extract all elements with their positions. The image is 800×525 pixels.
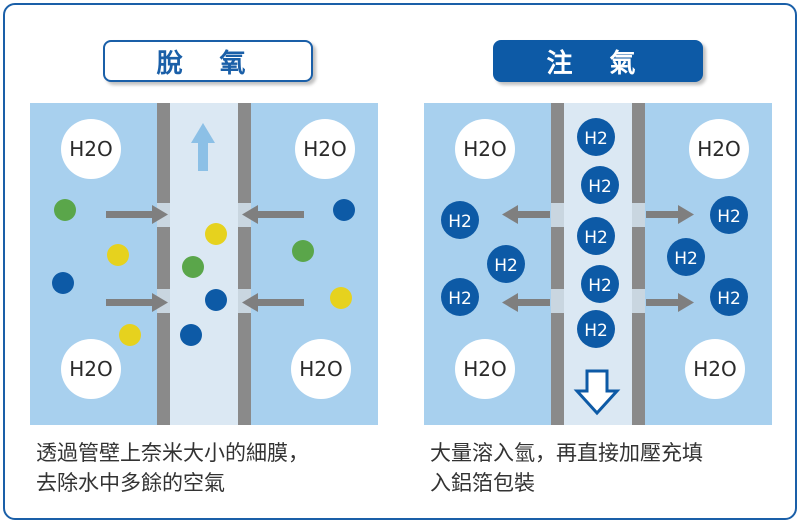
water-molecule: H2O [61,339,121,399]
membrane-wall-right [238,103,251,425]
svg-text:H2: H2 [584,321,608,341]
svg-text:H2O: H2O [299,357,343,381]
svg-text:H2O: H2O [463,137,507,161]
svg-text:H2O: H2O [463,357,507,381]
water-molecule: H2O [455,119,515,179]
h2-molecule: H2 [581,166,619,204]
title-gas-injection: 注 氣 [493,40,703,82]
h2-molecule: H2 [577,118,615,156]
inward-arrows [106,205,304,312]
flow-up-arrow [191,123,215,171]
water-molecule: H2O [295,119,355,179]
svg-text:H2: H2 [674,249,698,269]
svg-text:H2: H2 [588,276,612,296]
panel-deoxygenation: H2O H2O H2O H2O [30,103,378,425]
outward-arrows [502,205,694,312]
caption-line: 大量溶入氫，再直接加壓充填 [430,441,703,465]
svg-text:H2O: H2O [69,357,113,381]
water-molecule: H2O [61,119,121,179]
h2-molecule: H2 [710,196,748,234]
svg-text:H2: H2 [584,228,608,248]
svg-text:H2: H2 [588,177,612,197]
svg-text:H2O: H2O [69,137,113,161]
h2-molecule: H2 [710,278,748,316]
title-deoxygenation: 脫 氧 [103,40,313,82]
svg-text:H2: H2 [448,212,472,232]
water-molecule: H2O [291,339,351,399]
membrane-wall-left [551,103,564,425]
svg-text:H2: H2 [448,289,472,309]
flow-down-arrow [573,369,621,416]
h2-molecule: H2 [577,217,615,255]
membrane-wall-left [157,103,170,425]
panel-gas-injection: H2O H2O H2O H2O H2 H2 H2 H2 H2 H2 H2 H2 … [424,103,772,425]
h2-molecule: H2 [577,310,615,348]
caption-gas-injection: 大量溶入氫，再直接加壓充填 入鋁箔包裝 [430,438,703,498]
svg-text:H2O: H2O [303,137,347,161]
membrane-wall-right [632,103,645,425]
caption-deoxygenation: 透過管壁上奈米大小的細膜， 去除水中多餘的空氣 [36,438,309,498]
svg-text:H2O: H2O [693,357,737,381]
h2-molecule: H2 [581,265,619,303]
svg-text:H2O: H2O [697,137,741,161]
caption-line: 去除水中多餘的空氣 [36,471,225,495]
water-molecule: H2O [685,339,745,399]
water-molecule: H2O [455,339,515,399]
svg-text:H2: H2 [717,289,741,309]
h2-molecule: H2 [441,278,479,316]
svg-text:H2: H2 [494,256,518,276]
gas-particles [52,199,355,346]
h2-molecule: H2 [487,245,525,283]
svg-text:H2: H2 [717,207,741,227]
h2-molecule: H2 [667,238,705,276]
caption-line: 透過管壁上奈米大小的細膜， [36,441,309,465]
svg-text:H2: H2 [584,129,608,149]
h2-molecule: H2 [441,201,479,239]
caption-line: 入鋁箔包裝 [430,471,535,495]
water-molecule: H2O [689,119,749,179]
